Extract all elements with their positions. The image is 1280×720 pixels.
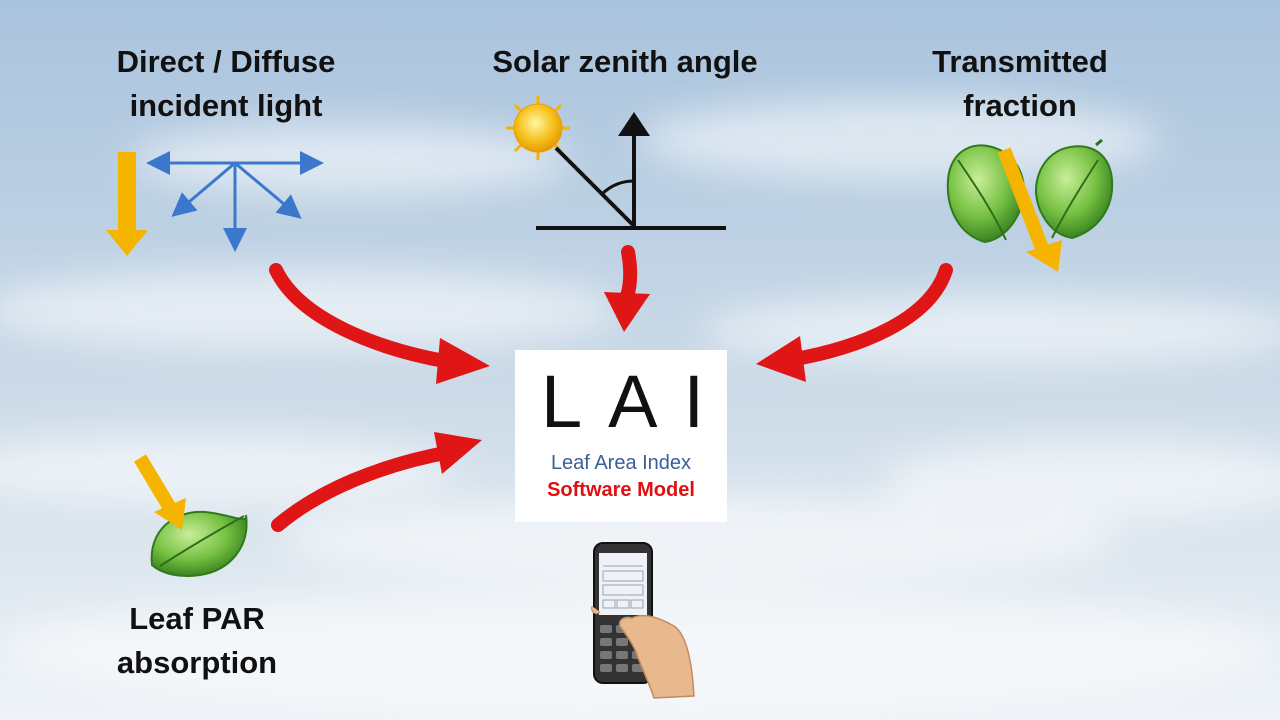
solar-zenith-label-text: Solar zenith angle (492, 44, 758, 79)
leaf-par-label: Leaf PAR absorption (92, 597, 302, 685)
zenith-angle-diagram (536, 112, 726, 230)
lai-subtitle: Leaf Area Index (550, 452, 692, 474)
direct-diffuse-label: Direct / Diffuse incident light (96, 40, 356, 128)
absorbed-light-arrow (133, 454, 186, 530)
arrow-leafpar-to-lai (271, 432, 482, 532)
leaf-icon (150, 510, 248, 577)
arrow-zenith-to-lai (604, 245, 650, 332)
solar-zenith-label: Solar zenith angle (470, 40, 780, 84)
handheld-device-icon (591, 542, 695, 699)
arrow-transmitted-to-lai (756, 263, 953, 382)
transmitted-fraction-label: Transmitted fraction (900, 40, 1140, 128)
direct-diffuse-label-line1: Direct / Diffuse (116, 44, 336, 79)
direct-diffuse-label-line2: incident light (129, 88, 323, 123)
lai-model-box: LAI Leaf Area Index Software Model (515, 350, 727, 522)
transmitted-label-line2: fraction (963, 88, 1077, 123)
transmitted-light-arrow (997, 147, 1062, 272)
arrow-direct-to-lai (269, 263, 490, 384)
transmitted-label-line1: Transmitted (932, 44, 1108, 79)
leaf-par-label-line1: Leaf PAR (129, 601, 265, 636)
lai-title: LAI (541, 360, 731, 443)
direct-light-arrow (106, 152, 148, 256)
lai-software-model: Software Model (547, 479, 695, 501)
sun-icon (506, 96, 570, 160)
leaf-par-label-line2: absorption (116, 645, 278, 680)
diffuse-light-arrows (146, 151, 324, 252)
